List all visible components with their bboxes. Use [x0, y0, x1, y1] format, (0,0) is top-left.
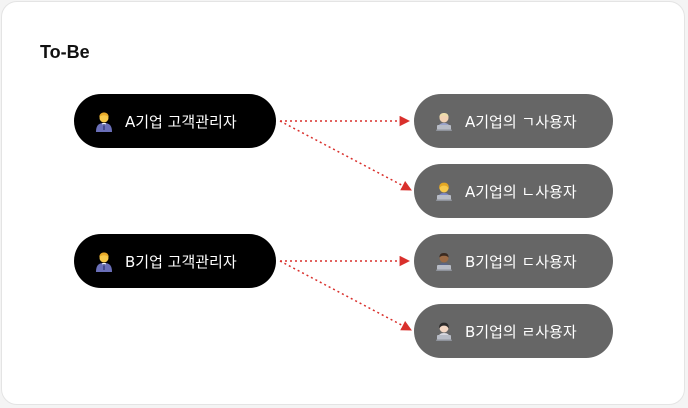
arrow-b-admin-to-user-4 [279, 260, 412, 331]
user-node-4: B기업의 ㄹ사용자 [414, 304, 613, 358]
admin-node-a-label: A기업 고객관리자 [125, 112, 237, 131]
user-node-2-label: A기업의 ㄴ사용자 [465, 182, 577, 201]
laptop-user-icon [436, 182, 452, 201]
admin-node-b: B기업 고객관리자 [74, 234, 276, 288]
laptop-user-icon [436, 322, 452, 341]
user-node-3: B기업의 ㄷ사용자 [414, 234, 613, 288]
user-node-1: A기업의 ㄱ사용자 [414, 94, 613, 148]
manager-person-icon [96, 252, 112, 272]
user-node-4-label: B기업의 ㄹ사용자 [465, 322, 577, 341]
diagram-title: To-Be [40, 42, 90, 62]
laptop-user-icon [436, 253, 452, 271]
admin-node-a: A기업 고객관리자 [74, 94, 276, 148]
admin-node-b-label: B기업 고객관리자 [125, 252, 237, 271]
arrow-a-admin-to-user-2 [279, 120, 412, 191]
user-node-2: A기업의 ㄴ사용자 [414, 164, 613, 218]
user-node-3-label: B기업의 ㄷ사용자 [465, 252, 577, 271]
user-node-1-label: A기업의 ㄱ사용자 [465, 112, 577, 131]
manager-person-icon [96, 112, 112, 132]
laptop-user-icon [436, 113, 452, 131]
